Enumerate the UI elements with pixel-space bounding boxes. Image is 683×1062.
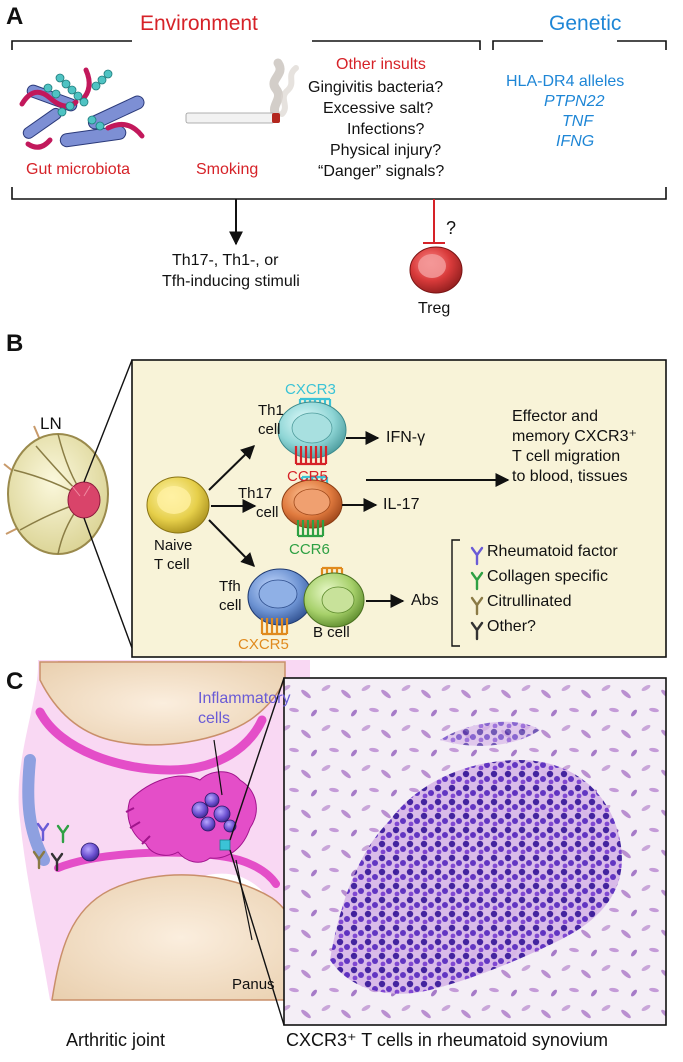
ln-label: LN (40, 414, 62, 433)
other-insults-title: Other insults (336, 56, 426, 73)
th1-line-1: Th1 (258, 402, 284, 419)
insult-infections: Infections? (347, 121, 425, 138)
ifn-gamma-label: IFN-γ (386, 429, 426, 446)
bottom-bracket (11, 187, 667, 200)
gut-microbiota-illustration (19, 67, 145, 150)
zoom-lines-c (229, 677, 285, 1026)
cxcr3-label: CXCR3 (285, 381, 336, 398)
antibody-rheumatoid: Rheumatoid factor (487, 543, 618, 560)
lymph-node (3, 425, 109, 555)
naive-t-cell (146, 476, 210, 534)
panus-label: Panus (232, 976, 275, 993)
ccr6-label: CCR6 (289, 541, 330, 558)
abs-label: Abs (411, 592, 439, 609)
b-cell-label: B cell (313, 624, 350, 641)
tfh-cell (247, 568, 313, 636)
stimuli-line-2: Tfh-inducing stimuli (162, 273, 300, 290)
smoking-label: Smoking (196, 161, 259, 178)
cigarette-illustration (185, 58, 299, 124)
arthritic-joint-label: Arthritic joint (66, 1030, 166, 1050)
genetic-hla: HLA-DR4 alleles (506, 73, 625, 90)
th1-line-2: cell (258, 421, 281, 438)
antibody-citrullinated: Citrullinated (487, 593, 572, 610)
inflammatory-line-2: cells (198, 710, 231, 727)
th17-cell (281, 475, 343, 538)
genetic-tnf: TNF (562, 113, 594, 130)
antibody-collagen: Collagen specific (487, 568, 608, 585)
il17-label: IL-17 (383, 496, 420, 513)
th1-cell (277, 397, 347, 466)
genetic-title: Genetic (549, 12, 622, 35)
panel-letter-c: C (6, 668, 24, 695)
insult-danger: “Danger” signals? (318, 163, 445, 180)
effector-line-2: memory CXCR3⁺ (512, 428, 637, 445)
environment-title: Environment (140, 12, 258, 35)
panel-letter-b: B (6, 330, 24, 357)
genetic-ifng: IFNG (556, 133, 595, 150)
insult-salt: Excessive salt? (323, 100, 434, 117)
genetic-bracket (492, 40, 667, 50)
naive-line-1: Naive (154, 537, 193, 554)
naive-arrows (208, 445, 257, 568)
genetic-ptpn22: PTPN22 (544, 93, 605, 110)
zoom-lines-b (83, 359, 133, 649)
treg-label: Treg (418, 300, 451, 317)
antibody-other: Other? (487, 618, 536, 635)
naive-line-2: T cell (154, 556, 190, 573)
stimuli-line-1: Th17-, Th1-, or (172, 252, 279, 269)
panel-letter-a: A (6, 3, 24, 30)
inflammatory-line-1: Inflammatory (198, 690, 291, 707)
histology-image (283, 677, 667, 1026)
ccr5-label: CCR5 (287, 468, 328, 485)
tfh-line-1: Tfh (219, 578, 241, 595)
b-cell (303, 566, 365, 628)
insult-gingivitis: Gingivitis bacteria? (308, 79, 444, 96)
effector-line-1: Effector and (512, 408, 598, 425)
insult-injury: Physical injury? (330, 142, 442, 159)
antibody-bracket (451, 539, 460, 647)
treg-question: ? (446, 218, 457, 238)
treg-inhibition (423, 199, 445, 244)
arthritic-joint (18, 660, 311, 1001)
antibody-icons (470, 546, 484, 641)
effector-line-3: T cell migration (512, 448, 621, 465)
treg-cell (409, 246, 463, 294)
tfh-line-2: cell (219, 597, 242, 614)
th17-line-1: Th17 (238, 485, 273, 502)
effector-line-4: to blood, tissues (512, 468, 628, 485)
synovium-label: CXCR3⁺ T cells in rheumatoid synovium (286, 1030, 608, 1050)
environment-bracket (11, 40, 481, 50)
gut-microbiota-label: Gut microbiota (26, 161, 131, 178)
cxcr5-label: CXCR5 (238, 636, 289, 653)
cytokine-arrows (342, 431, 510, 608)
th17-line-2: cell (256, 504, 279, 521)
